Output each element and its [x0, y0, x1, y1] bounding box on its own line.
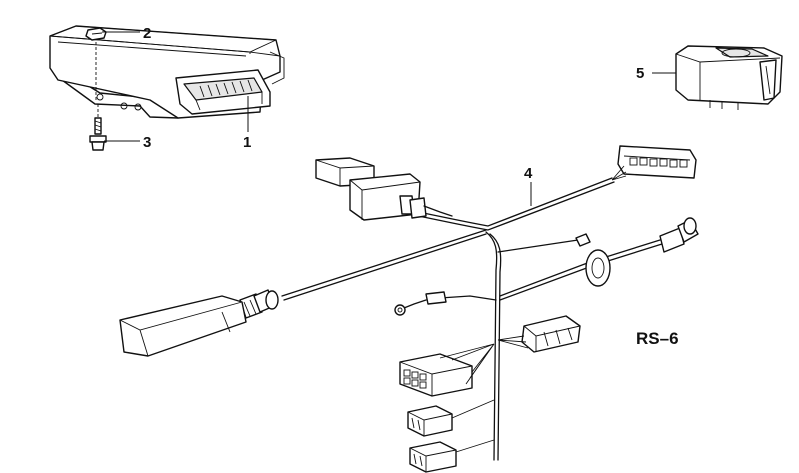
callout-5: 5: [636, 65, 644, 82]
screw: [89, 104, 107, 151]
leader-lines: [102, 31, 676, 206]
callout-4: 4: [524, 165, 533, 182]
switch: [675, 45, 783, 110]
diagram-code-label: RS–6: [636, 329, 679, 348]
control-unit: [49, 25, 285, 119]
callout-1: 1: [243, 134, 251, 151]
wiring-harness: [119, 145, 699, 473]
callout-3: 3: [143, 134, 151, 151]
clip-nut: [85, 27, 107, 100]
callout-2: 2: [143, 25, 151, 42]
